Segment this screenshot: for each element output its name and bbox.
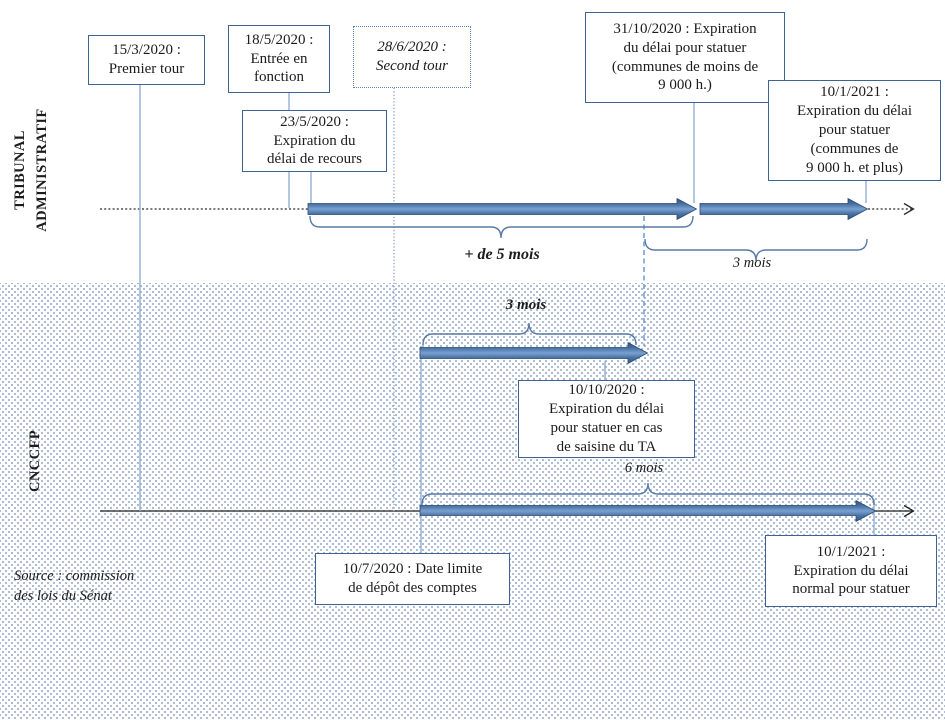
source-note: Source : commission des lois du Sénat: [14, 568, 135, 605]
event-box-expiration-moins-9000: 31/10/2020 : Expiration du délai pour st…: [585, 12, 785, 103]
section-label-tribunal-administratif: TRIBUNAL ADMINISTRATIF: [12, 108, 50, 232]
event-box-expiration-normal: 10/1/2021 : Expiration du délai normal p…: [765, 535, 937, 607]
duration-label-plus-5-mois: + de 5 mois: [464, 246, 540, 263]
cnccfp-arrow-3-mois: [419, 341, 649, 365]
event-box-second-tour: 28/6/2020 : Second tour: [353, 26, 471, 88]
duration-label-6-mois: 6 mois: [624, 460, 664, 476]
cnccfp-timeline-arrowhead-icon: [903, 504, 915, 518]
duration-label-3-mois-ta: 3 mois: [732, 255, 772, 271]
ta-timeline-arrowhead-icon: [903, 202, 915, 216]
event-box-depot-comptes: 10/7/2020 : Date limite de dépôt des com…: [315, 553, 510, 605]
event-box-expiration-9000-plus: 10/1/2021 : Expiration du délai pour sta…: [768, 80, 941, 181]
event-box-entree-en-fonction: 18/5/2020 : Entrée en fonction: [228, 25, 330, 93]
event-box-expiration-recours: 23/5/2020 : Expiration du délai de recou…: [242, 110, 387, 172]
brace-3-mois-cnccfp: [422, 322, 637, 346]
brace-3-mois-ta: [644, 238, 868, 262]
ta-arrow-plus-5-mois: [307, 197, 698, 221]
event-box-saisine-ta: 10/10/2020 : Expiration du délai pour st…: [518, 380, 695, 458]
duration-label-3-mois-cnccfp: 3 mois: [505, 297, 547, 313]
brace-plus-5-mois: [309, 215, 694, 239]
section-label-cnccfp: CNCCFP: [27, 430, 43, 493]
brace-6-mois: [421, 482, 875, 506]
ta-arrow-3-mois: [699, 197, 869, 221]
event-box-premier-tour: 15/3/2020 : Premier tour: [88, 35, 205, 85]
cnccfp-arrow-6-mois: [419, 499, 877, 523]
